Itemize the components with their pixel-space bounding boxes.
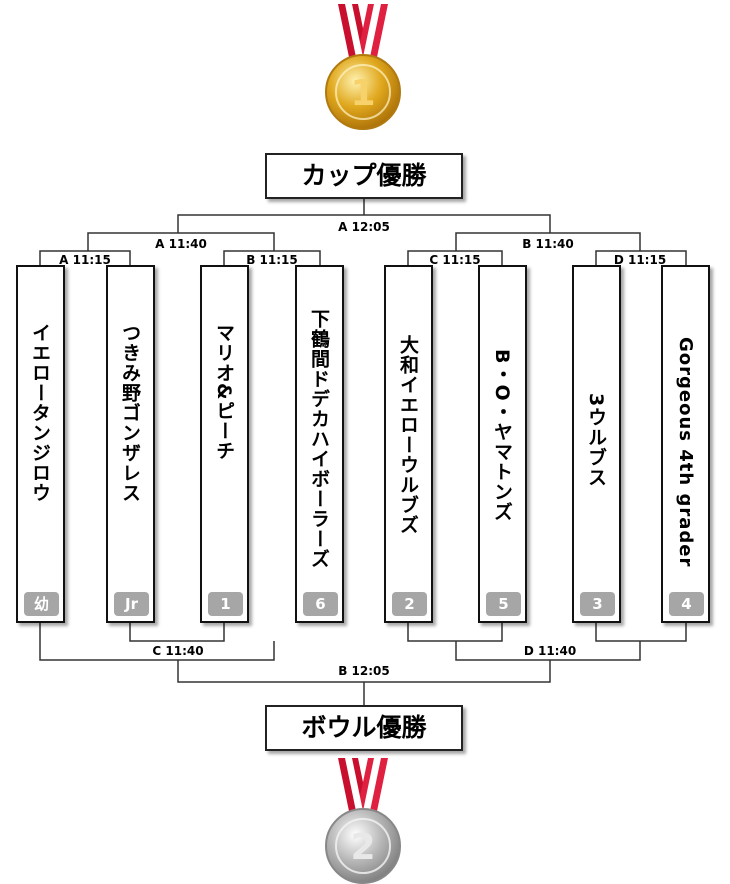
team-name: イエロータンジロウ (29, 323, 51, 503)
seed-badge: 6 (303, 592, 338, 616)
bracket-line-top-semi-left (87, 232, 275, 251)
team-card: つきみ野ゴンザレス Jr (106, 265, 155, 623)
team-name: 大和イエローウルブズ (397, 335, 419, 535)
slot-label-top-final: A 12:05 (335, 220, 393, 234)
seed-badge: 5 (486, 592, 521, 616)
seed-badge: 2 (392, 592, 427, 616)
bracket-line-top-qf-3 (407, 250, 503, 265)
team-card: Gorgeous 4th grader 4 (661, 265, 710, 623)
slot-label-top-semi-left: A 11:40 (152, 237, 210, 251)
team-card: 3ウルブス 3 (572, 265, 621, 623)
team-card: 下鶴間ドデカハイボーラーズ 6 (295, 265, 344, 623)
slot-label-top-qf-3: C 11:15 (426, 253, 484, 267)
seed-badge: Jr (114, 592, 149, 616)
bracket-line-bottom-qf-3 (595, 623, 687, 642)
team-name: 3ウルブス (585, 393, 607, 488)
seed-badge: 1 (208, 592, 243, 616)
gold-medal-icon: 1 (325, 4, 401, 130)
bracket-line-top-semi-right (455, 232, 641, 251)
seed-badge: 3 (580, 592, 615, 616)
slot-label-top-qf-2: B 11:15 (243, 253, 301, 267)
bracket-line-top-qf-4 (595, 250, 687, 265)
team-card: イエロータンジロウ 幼 (16, 265, 65, 623)
bracket-line-top-qf-2 (223, 250, 321, 265)
seed-badge: 幼 (24, 592, 59, 616)
slot-label-top-semi-right: B 11:40 (519, 237, 577, 251)
bracket-line-bottom-qf-2 (407, 623, 503, 642)
team-card: 大和イエローウルブズ 2 (384, 265, 433, 623)
bowl-title: ボウル優勝 (265, 705, 463, 751)
slot-label-top-qf-4: D 11:15 (610, 253, 670, 267)
silver-medal-icon: 2 (325, 758, 401, 884)
team-name: つきみ野ゴンザレス (119, 323, 141, 503)
slot-label-top-qf-1: A 11:15 (56, 253, 114, 267)
team-name: Gorgeous 4th grader (675, 337, 696, 568)
team-card: B・O・ヤマトンズ 5 (478, 265, 527, 623)
seed-badge: 4 (669, 592, 704, 616)
silver-medal-rank: 2 (350, 827, 375, 868)
slot-label-bottom-final: B 12:05 (335, 664, 393, 678)
slot-label-bottom-semi-right: D 11:40 (520, 644, 580, 658)
bracket-line-bottom-qf-1 (129, 623, 225, 642)
team-name: 下鶴間ドデカハイボーラーズ (308, 309, 330, 569)
team-name: B・O・ヤマトンズ (491, 349, 513, 522)
bracket-line-top-qf-1 (39, 250, 131, 265)
cup-title: カップ優勝 (265, 153, 463, 199)
bracket-line-bottom-semi-left (39, 623, 275, 661)
bracket-line-bottom-semi-right (455, 641, 641, 661)
slot-label-bottom-semi-left: C 11:40 (149, 644, 207, 658)
team-name: マリオ&ピーチ (213, 323, 235, 461)
team-card: マリオ&ピーチ 1 (200, 265, 249, 623)
gold-medal-rank: 1 (350, 73, 375, 114)
